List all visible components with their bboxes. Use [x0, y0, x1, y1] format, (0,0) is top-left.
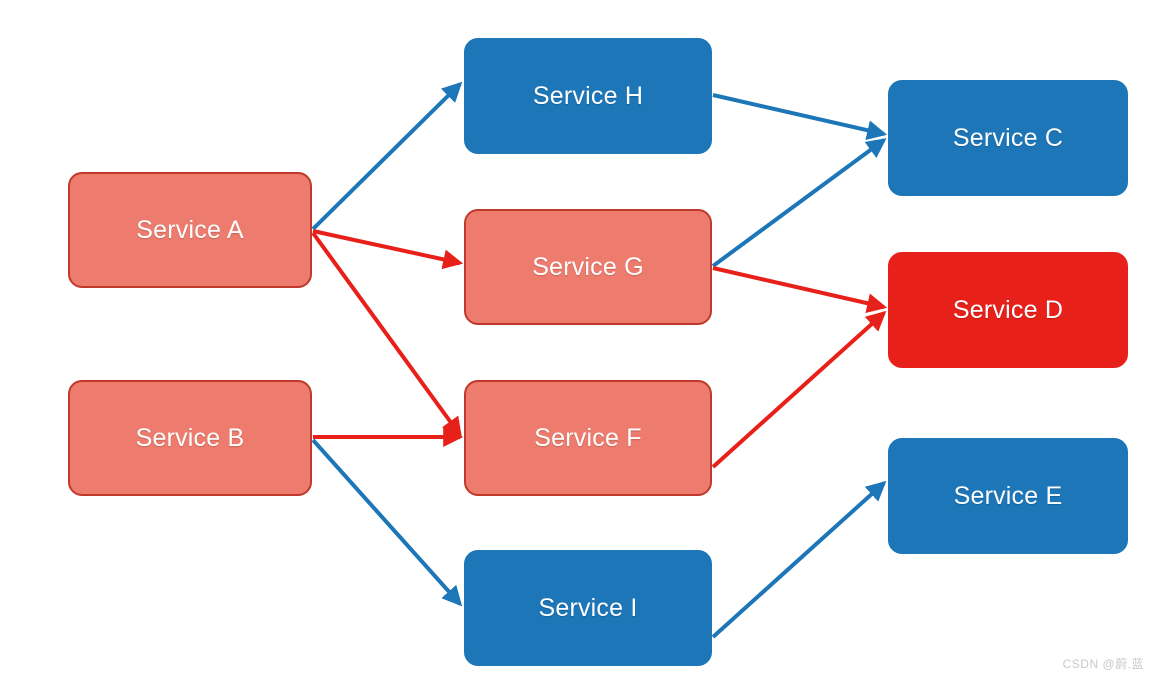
watermark-label: CSDN @蔚.蓝: [1062, 657, 1144, 671]
node-service-h[interactable]: Service H: [464, 38, 712, 154]
node-label: Service A: [136, 215, 244, 244]
node-service-a[interactable]: Service A: [68, 172, 312, 288]
node-service-c[interactable]: Service C: [888, 80, 1128, 196]
edge-a-to-f: [311, 231, 462, 438]
node-label: Service G: [532, 252, 644, 281]
node-label: Service E: [953, 481, 1063, 510]
node-label: Service I: [538, 593, 638, 622]
node-service-b[interactable]: Service B: [68, 380, 312, 496]
node-label: Service H: [532, 81, 644, 110]
edge-h-to-c: [712, 93, 888, 141]
edge-b-to-i: [311, 438, 463, 607]
node-service-f[interactable]: Service F: [464, 380, 712, 496]
edge-a-to-g: [312, 229, 464, 270]
edge-g-to-c: [711, 138, 887, 268]
node-label: Service D: [952, 295, 1064, 324]
edge-a-to-h: [311, 81, 463, 231]
edge-g-to-d: [712, 266, 888, 314]
edge-i-to-e: [711, 480, 887, 639]
node-service-i[interactable]: Service I: [464, 550, 712, 666]
node-label: Service F: [534, 423, 642, 452]
edge-f-to-d: [711, 310, 887, 469]
node-service-d[interactable]: Service D: [888, 252, 1128, 368]
node-service-g[interactable]: Service G: [464, 209, 712, 325]
node-label: Service B: [135, 423, 245, 452]
node-label: Service C: [952, 123, 1064, 152]
node-service-e[interactable]: Service E: [888, 438, 1128, 554]
